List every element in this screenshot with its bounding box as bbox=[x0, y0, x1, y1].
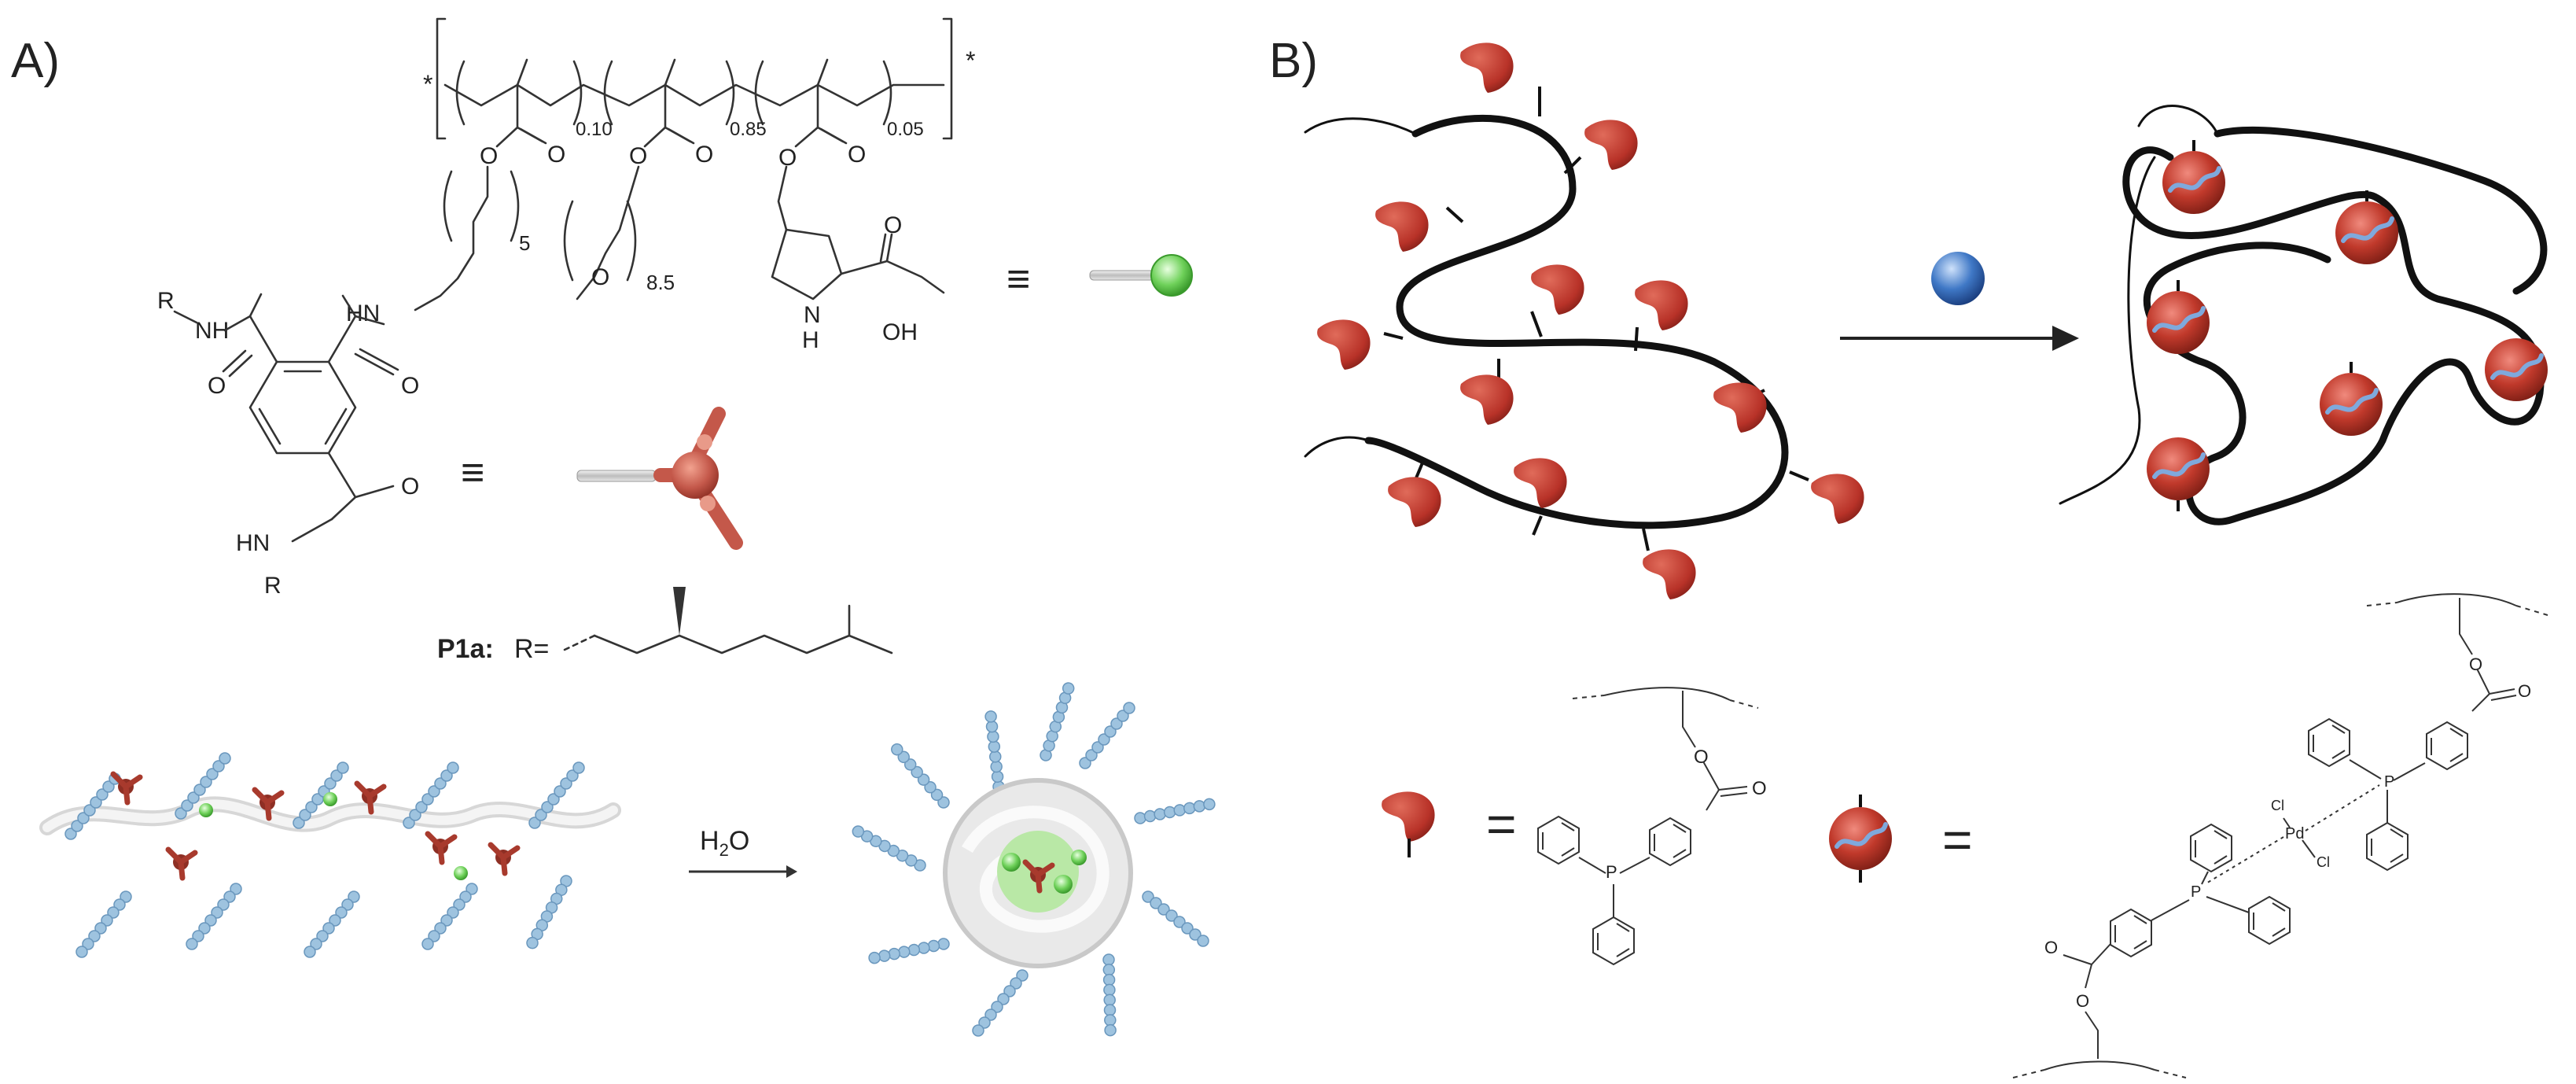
svg-text:OH: OH bbox=[882, 319, 918, 345]
pd-complex-4 bbox=[2485, 338, 2548, 401]
bracket-left bbox=[436, 17, 447, 140]
svg-text:P: P bbox=[1606, 862, 1617, 882]
svg-text:O: O bbox=[2469, 654, 2482, 674]
pd-complex-3 bbox=[2147, 291, 2210, 354]
ligand-polymer-unfolded bbox=[1304, 42, 1864, 599]
svg-text:O: O bbox=[2044, 938, 2058, 957]
svg-text:R: R bbox=[157, 288, 175, 314]
pd-complex-1 bbox=[2162, 151, 2225, 214]
bta-symbol bbox=[653, 407, 743, 550]
end-group-right: * bbox=[966, 46, 975, 75]
bracket-right bbox=[942, 17, 953, 140]
water-label: H2O bbox=[700, 826, 749, 860]
legend-complex: = O O P Pd Cl Cl P bbox=[1829, 593, 2548, 1078]
legend-ligand: = O O P bbox=[1382, 687, 1767, 965]
panel-b-label: B) bbox=[1269, 34, 1318, 88]
paren-1-close bbox=[572, 60, 583, 126]
bta-structure: R NH O O O HN R ≡ bbox=[157, 288, 743, 599]
r-equals: R= bbox=[514, 634, 549, 664]
svg-text:O: O bbox=[208, 373, 226, 399]
subscript-005: 0.05 bbox=[887, 119, 924, 140]
subscript-010: 0.10 bbox=[576, 119, 613, 140]
legend-complex-equals: = bbox=[1942, 810, 1973, 868]
panel-a-label: A) bbox=[11, 34, 60, 88]
svg-text:O: O bbox=[695, 142, 713, 168]
svg-text:O: O bbox=[547, 142, 565, 168]
paren-3-open bbox=[754, 60, 764, 126]
svg-text:O: O bbox=[480, 143, 498, 169]
svg-text:N: N bbox=[804, 302, 821, 328]
svg-text:R: R bbox=[264, 573, 282, 599]
benzene-ring bbox=[248, 360, 357, 455]
svg-text:Cl: Cl bbox=[2317, 854, 2330, 870]
svg-text:Cl: Cl bbox=[2271, 798, 2284, 813]
paren-3-close bbox=[882, 60, 892, 126]
paren-1-open bbox=[455, 60, 466, 126]
unfolded-polymer bbox=[39, 752, 621, 958]
water-arrow: H2O bbox=[689, 826, 797, 878]
svg-text:O: O bbox=[1694, 747, 1709, 768]
subscript-085: 0.85 bbox=[730, 119, 767, 140]
svg-text:O: O bbox=[848, 142, 866, 168]
pd-complex-2 bbox=[2335, 201, 2398, 264]
panel-a: A) * * 0.10 0.85 0.05 O bbox=[11, 17, 1218, 1039]
svg-text:O: O bbox=[591, 264, 609, 290]
svg-text:O: O bbox=[629, 143, 647, 169]
end-group-left: * bbox=[423, 70, 432, 98]
svg-text:O: O bbox=[2076, 991, 2089, 1011]
legend-ligand-equals: = bbox=[1486, 795, 1517, 853]
p1a-label: P1a: bbox=[437, 634, 494, 664]
paren-2-open bbox=[603, 60, 613, 126]
pd-complex-6 bbox=[2147, 437, 2210, 500]
panel-b: B) bbox=[1269, 34, 2548, 1078]
pd-complex-5 bbox=[2320, 373, 2383, 436]
svg-text:O: O bbox=[1752, 778, 1767, 799]
svg-text:P: P bbox=[2191, 883, 2201, 901]
equiv-proline: ≡ bbox=[1006, 256, 1030, 302]
svg-text:P: P bbox=[2384, 773, 2394, 791]
svg-text:O: O bbox=[2518, 681, 2531, 701]
proline-ring bbox=[771, 228, 843, 300]
svg-text:O: O bbox=[401, 373, 419, 399]
svg-text:O: O bbox=[884, 212, 902, 238]
proline-bead bbox=[1150, 254, 1193, 297]
bta-rod bbox=[576, 470, 657, 482]
svg-text:O: O bbox=[401, 474, 419, 500]
polymer-backbone bbox=[443, 83, 945, 107]
paren-2-close bbox=[725, 60, 735, 126]
proline-rod bbox=[1089, 270, 1155, 281]
folded-nanoparticle bbox=[851, 680, 1218, 1039]
pd-polymer-folded bbox=[2059, 105, 2548, 525]
polymer-structure: * * 0.10 0.85 0.05 O O O bbox=[346, 17, 1193, 353]
svg-text:HN: HN bbox=[236, 530, 270, 556]
pd-label: Pd bbox=[2285, 825, 2304, 842]
p1a-r-group: P1a: R= bbox=[437, 587, 893, 664]
svg-text:NH: NH bbox=[195, 318, 229, 344]
pd-arrow bbox=[1840, 252, 2079, 351]
linker-repeat: 5 bbox=[519, 231, 530, 255]
pd-metal-sphere bbox=[1931, 252, 1985, 305]
equiv-bta: ≡ bbox=[461, 450, 484, 496]
peg-repeat: 8.5 bbox=[646, 271, 675, 294]
svg-text:H: H bbox=[802, 327, 819, 353]
svg-text:O: O bbox=[778, 145, 797, 171]
